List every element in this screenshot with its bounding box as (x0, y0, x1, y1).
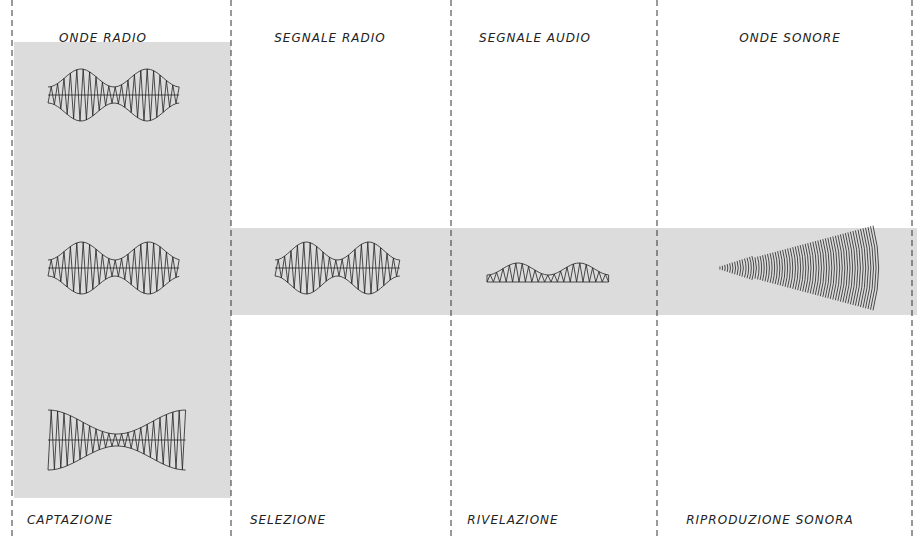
column-heading: SEGNALE AUDIO (479, 31, 591, 45)
stage-name: CAPTAZIONE (27, 513, 113, 527)
column-heading: ONDE SONORE (739, 31, 840, 45)
grey-band (231, 228, 917, 315)
column-heading: ONDE RADIO (59, 31, 147, 45)
stage-name: SELEZIONE (250, 513, 326, 527)
sound-waves (720, 226, 879, 311)
modulated-wave (275, 242, 400, 294)
modulated-wave (48, 69, 179, 121)
rectified-wave (487, 263, 609, 282)
column-dividers (12, 0, 912, 539)
modulated-wave (48, 242, 179, 294)
grey-column (14, 42, 231, 498)
stage-name: RIVELAZIONE (467, 513, 558, 527)
column-heading: SEGNALE RADIO (274, 31, 386, 45)
modulated-wave (48, 410, 186, 470)
stage-name: RIPRODUZIONE SONORA (686, 513, 854, 527)
